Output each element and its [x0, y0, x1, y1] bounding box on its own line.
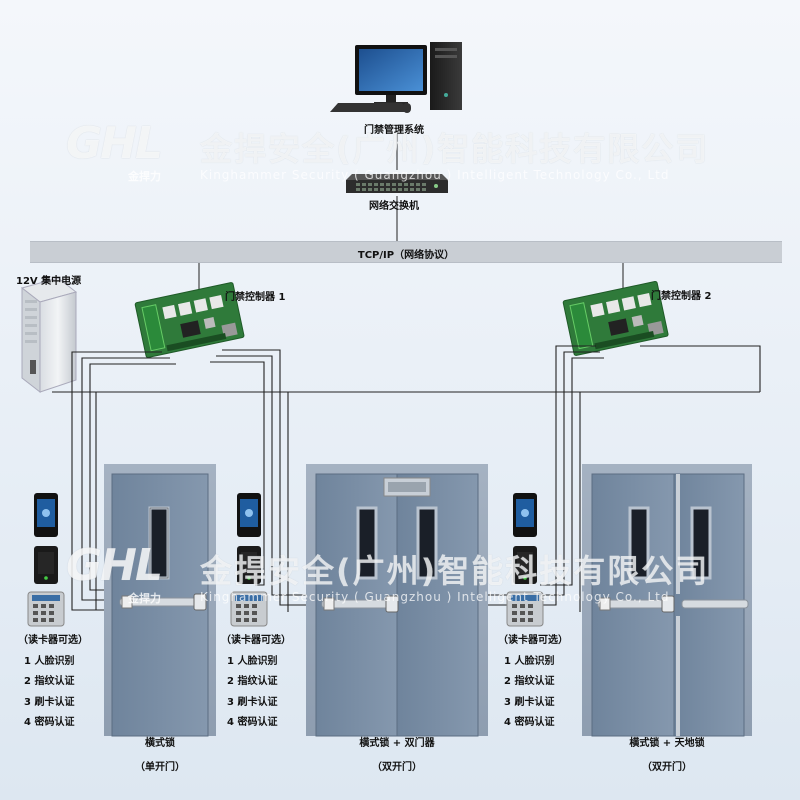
watermark-company-en: Kinghammer Security ( Guangzhou ) Intell…: [200, 590, 670, 604]
card-reader-icon: [513, 546, 537, 584]
watermark-logo: GHL: [66, 118, 163, 169]
controller-2-label: 门禁控制器 2: [651, 291, 712, 302]
keypad-reader-icon: [506, 591, 544, 627]
controller-1-label: 门禁控制器 1: [225, 292, 286, 303]
door-open-type: （双开门）: [642, 762, 692, 773]
reader-group-3: [506, 493, 544, 627]
watermark-top: GHL 金捍力 金捍安全(广州)智能科技有限公司 Kinghammer Secu…: [66, 118, 707, 183]
push-bar-3: [597, 595, 749, 613]
door-lock-type: 横式锁: [145, 738, 175, 749]
reader-group-1: [27, 493, 65, 627]
reader-option: 2 指纹认证: [227, 676, 278, 687]
door-lock-type: 横式锁 + 天地锁: [629, 738, 705, 749]
reader-option: 3 刷卡认证: [504, 696, 555, 708]
reader-group-2: [230, 493, 268, 627]
door-2-caption: 横式锁 + 双门器 （双开门）: [327, 732, 467, 780]
push-bar-2: [321, 595, 399, 613]
watermark-company-cn: 金捍安全(广州)智能科技有限公司: [200, 130, 710, 168]
watermark-logo-sub: 金捍力: [128, 170, 161, 183]
face-reader-icon: [237, 493, 261, 537]
card-reader-icon: [34, 546, 58, 584]
reader-list-title: （读卡器可选）: [498, 635, 568, 646]
face-reader-icon: [34, 493, 58, 537]
reader-option: 2 指纹认证: [504, 676, 555, 687]
face-reader-icon: [513, 493, 537, 537]
reader-list-1: （读卡器可选） 1 人脸识别 2 指纹认证 3 刷卡认证 4 密码认证: [18, 631, 88, 734]
reader-option: 1 人脸识别: [24, 655, 75, 667]
door-3-caption: 横式锁 + 天地锁 （双开门）: [597, 732, 737, 780]
watermark-company-en: Kinghammer Security ( Guangzhou ) Intell…: [200, 168, 670, 182]
door-open-type: （单开门）: [135, 762, 185, 773]
door-open-type: （双开门）: [372, 762, 422, 773]
power-label: 12V 集中电源: [16, 276, 82, 287]
reader-list-2: （读卡器可选） 1 人脸识别 2 指纹认证 3 刷卡认证 4 密码认证: [221, 631, 291, 734]
pc-label: 门禁管理系统: [364, 125, 424, 136]
watermark-company-cn: 金捍安全(广州)智能科技有限公司: [200, 552, 710, 590]
door-lock-type: 横式锁 + 双门器: [359, 738, 435, 749]
reader-option: 4 密码认证: [504, 717, 555, 728]
bus-label: TCP/IP（网络协议）: [357, 250, 455, 261]
reader-option: 3 刷卡认证: [227, 696, 278, 708]
keypad-reader-icon: [27, 591, 65, 627]
door-1-caption: 横式锁 （单开门）: [100, 732, 220, 780]
reader-list-title: （读卡器可选）: [18, 635, 88, 646]
reader-list-title: （读卡器可选）: [221, 635, 291, 646]
power-supply-icon: [20, 277, 78, 394]
reader-option: 1 人脸识别: [504, 655, 555, 667]
reader-option: 1 人脸识别: [227, 655, 278, 667]
computer-icon: [330, 42, 462, 113]
network-switch-icon: [346, 174, 448, 193]
reader-option: 4 密码认证: [24, 717, 75, 728]
keypad-reader-icon: [230, 591, 268, 627]
reader-option: 2 指纹认证: [24, 676, 75, 687]
controller-1-board: [134, 282, 245, 358]
tcp-ip-bus: TCP/IP（网络协议）: [30, 241, 782, 263]
watermark-logo-sub: 金捍力: [128, 592, 161, 605]
watermark-bottom: GHL 金捍力 金捍安全(广州)智能科技有限公司 Kinghammer Secu…: [66, 540, 707, 605]
card-reader-icon: [237, 546, 261, 584]
reader-option: 4 密码认证: [227, 717, 278, 728]
switch-label: 网络交换机: [369, 201, 419, 212]
reader-option: 3 刷卡认证: [24, 696, 75, 708]
watermark-logo: GHL: [66, 540, 163, 591]
reader-list-3: （读卡器可选） 1 人脸识别 2 指纹认证 3 刷卡认证 4 密码认证: [498, 631, 568, 734]
controller-2-board: [562, 280, 669, 356]
push-bar-1: [119, 593, 207, 611]
